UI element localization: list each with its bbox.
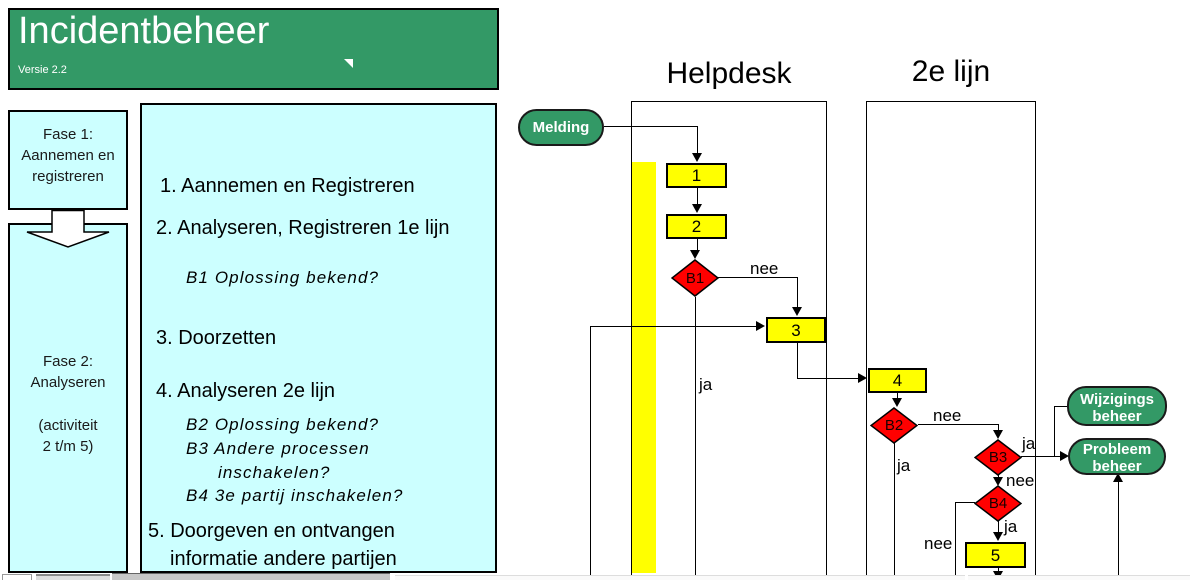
- page-title: Incidentbeheer: [18, 10, 270, 52]
- step-b4: B4 3e partij inschakelen?: [186, 486, 404, 505]
- terminator-wijzigingsbeheer: Wijzigings beheer: [1067, 386, 1167, 426]
- cutoff-shape-hint: [112, 573, 390, 580]
- label-b4-ja: ja: [1004, 517, 1018, 536]
- version-label: Versie 2.2: [18, 64, 67, 76]
- step-b2: B2 Oplossing bekend?: [186, 415, 380, 434]
- cursor-artifact-icon: [344, 59, 353, 68]
- arrowhead-into-b2: [892, 398, 902, 407]
- connector-b1-nee-v: [797, 277, 798, 308]
- diamond-shape: [671, 259, 719, 297]
- label-b4-nee: nee: [924, 534, 953, 553]
- header-banner: Incidentbeheer Versie 2.2: [8, 8, 499, 90]
- step-b3: B3 Andere processen: [186, 439, 370, 458]
- connector-melding-down: [697, 126, 698, 154]
- step-3: 3. Doorzetten: [156, 327, 277, 349]
- step-5-cont: informatie andere partijen: [170, 548, 397, 570]
- connector-up-probleem: [1118, 481, 1119, 578]
- step-2: 2. Analyseren, Registreren 1e lijn: [156, 217, 450, 239]
- step-4: 4. Analyseren 2e lijn: [156, 380, 336, 402]
- arrowhead-into-2: [692, 204, 702, 213]
- label-b2-ja: ja: [897, 456, 911, 475]
- fase2-subtext: (activiteit 2 t/m 5): [38, 417, 98, 455]
- diamond-shape: [974, 439, 1022, 476]
- label-b1-ja: ja: [699, 375, 713, 394]
- diamond-shape: [974, 485, 1022, 522]
- arrowhead-into-1: [692, 153, 702, 162]
- decision-b2: B2: [870, 407, 918, 444]
- process-3: 3: [766, 317, 826, 343]
- arrowhead-into-4: [858, 373, 867, 383]
- fase2-box: Fase 2: Analyseren (activiteit 2 t/m 5): [8, 223, 128, 573]
- step-5: 5. Doorgeven en ontvangen: [148, 520, 395, 542]
- connector-b3-ja-h: [1021, 456, 1061, 457]
- fase2-text: Fase 2: Analyseren: [30, 353, 106, 391]
- activity-bar: [632, 162, 656, 573]
- fase1-box: Fase 1: Aannemen en registreren: [8, 110, 128, 210]
- label-b1-nee: nee: [750, 259, 779, 278]
- step-1: 1. Aannemen en Registreren: [160, 175, 415, 197]
- arrowhead-into-3: [792, 307, 802, 316]
- connector-return-h: [590, 326, 757, 327]
- arrowhead-into-b1: [690, 250, 700, 259]
- decision-b1: B1: [671, 259, 719, 297]
- terminator-probleembeheer: Probleem beheer: [1068, 438, 1166, 475]
- connector-b1-nee-h: [718, 277, 798, 278]
- arrowhead-into-b3: [993, 430, 1003, 439]
- connector-b3-wijzigings-h: [1054, 406, 1068, 407]
- process-2: 2: [666, 214, 727, 239]
- fase1-text: Fase 1: Aannemen en registreren: [21, 126, 115, 185]
- decision-b4: B4: [974, 485, 1022, 522]
- phase-down-arrow: [26, 210, 110, 248]
- connector-1-2: [697, 188, 698, 205]
- decision-b3: B3: [974, 439, 1022, 476]
- connector-4-b2: [897, 392, 898, 399]
- arrowhead-up-probleem: [1113, 473, 1123, 482]
- connector-return-v: [590, 326, 591, 578]
- arrowhead-into-5: [993, 532, 1003, 541]
- lane-helpdesk: [631, 101, 827, 580]
- connector-b4-nee-v: [955, 502, 956, 578]
- cutoff-shape-hint: [395, 575, 965, 580]
- cutoff-shape-hint: [2, 574, 32, 580]
- step-b1: B1 Oplossing bekend?: [186, 268, 380, 287]
- start-terminator-melding: Melding: [518, 109, 604, 146]
- lane-title-helpdesk: Helpdesk: [666, 57, 792, 90]
- cutoff-shape-hint: [36, 574, 110, 580]
- steps-panel: 1. Aannemen en Registreren 2. Analyseren…: [140, 103, 497, 573]
- connector-melding: [604, 126, 697, 127]
- connector-3-4-v: [797, 342, 798, 379]
- connector-b1-ja-down: [695, 297, 696, 578]
- process-5: 5: [965, 542, 1026, 568]
- step-b3-cont: inschakelen?: [218, 463, 331, 482]
- connector-b2-nee-v: [998, 424, 999, 431]
- arrowhead-return-into-3: [756, 321, 765, 331]
- diamond-shape: [870, 407, 918, 444]
- connector-b3-wijzigings-v: [1054, 406, 1055, 457]
- label-b3-nee: nee: [1006, 471, 1035, 490]
- lane-2e-lijn: [866, 101, 1036, 580]
- connector-2-b1: [697, 239, 698, 251]
- arrowhead-into-b4: [993, 477, 1003, 486]
- connector-b4-nee-h: [955, 502, 975, 503]
- connector-5-down: [998, 568, 999, 572]
- process-4: 4: [868, 368, 927, 393]
- connector-b2-nee-h: [918, 424, 998, 425]
- arrowhead-into-probleem: [1060, 451, 1069, 461]
- connector-b4-5: [998, 521, 999, 533]
- label-b2-nee: nee: [933, 406, 962, 425]
- cutoff-shape-hint: [968, 575, 1190, 580]
- connector-3-4-h: [797, 378, 859, 379]
- process-1: 1: [666, 163, 727, 188]
- connector-b2-ja-down: [894, 443, 895, 578]
- label-b3-ja: ja: [1022, 434, 1036, 453]
- lane-title-2e-lijn: 2e lijn: [911, 55, 991, 88]
